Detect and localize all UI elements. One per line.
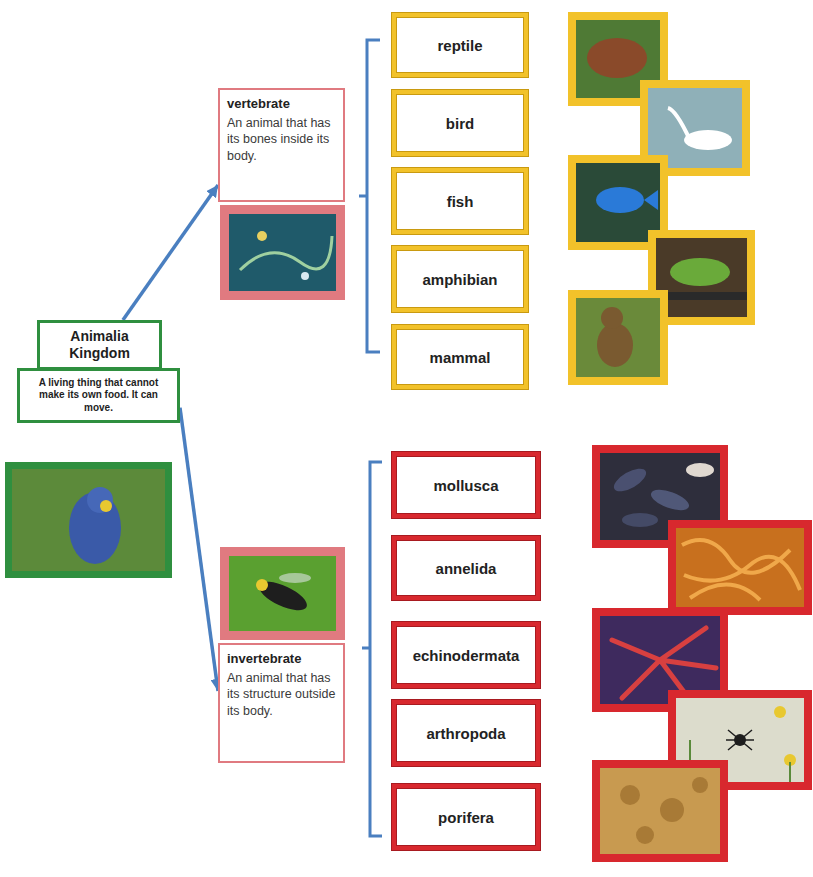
node-label: fish (447, 193, 474, 210)
photo (220, 547, 345, 640)
photo-frame (220, 205, 345, 300)
photo (576, 298, 660, 377)
flower (774, 706, 786, 718)
photo (240, 236, 332, 270)
phylum-box: annelida (392, 536, 540, 600)
photo (5, 462, 172, 578)
phylum-box: mollusca (392, 452, 540, 518)
arrow-connector (180, 408, 218, 691)
node-label: porifera (438, 809, 494, 826)
phylum-box: echinodermata (392, 622, 540, 688)
photo (656, 292, 747, 300)
photo (668, 520, 812, 615)
frog (670, 258, 730, 286)
swan (668, 108, 690, 140)
node-label: mollusca (433, 477, 498, 494)
photo (220, 205, 345, 300)
starfish (612, 628, 716, 700)
photo (592, 760, 728, 862)
photo-frame (568, 290, 668, 385)
fish (644, 190, 658, 210)
node-body: An animal that has its structure outside… (227, 670, 336, 719)
photo-frame (5, 462, 172, 578)
parrot (87, 487, 113, 513)
phylum-box: porifera (392, 784, 540, 850)
class-box: reptile (392, 13, 528, 77)
bracket (362, 462, 382, 836)
fish (596, 187, 644, 213)
node-label: mammal (430, 349, 491, 366)
class-box: bird (392, 90, 528, 156)
class-box: mammal (392, 325, 528, 389)
photo (257, 231, 267, 241)
photo (600, 768, 720, 854)
photo (12, 469, 165, 571)
photo (301, 272, 309, 280)
turtle (587, 38, 647, 78)
node-label: annelida (436, 560, 497, 577)
phylum-box: arthropoda (392, 700, 540, 766)
node-label: vertebrate (227, 96, 336, 111)
photo (568, 290, 668, 385)
arrow-connector (123, 185, 218, 320)
dog (601, 307, 623, 329)
bracket (359, 40, 380, 352)
node-label: arthropoda (426, 725, 505, 742)
sponge (636, 826, 654, 844)
node-label: reptile (437, 37, 482, 54)
heading-box: Animalia Kingdom (37, 320, 162, 370)
photo (229, 214, 336, 291)
photo-frame (220, 547, 345, 640)
photo (229, 556, 336, 631)
sponge (620, 785, 640, 805)
mussel (648, 486, 691, 515)
definition-box: invertebrate An animal that has its struc… (218, 643, 345, 763)
sponge (660, 798, 684, 822)
node-heading: Animalia Kingdom (44, 328, 155, 362)
node-body: An animal that has its bones inside its … (227, 115, 336, 164)
node-label: bird (446, 115, 474, 132)
mussel (686, 463, 714, 477)
class-box: amphibian (392, 246, 528, 312)
parrot (100, 500, 112, 512)
insect (256, 579, 268, 591)
insect (279, 573, 311, 583)
node-body: A living thing that cannot make its own … (25, 377, 172, 415)
kingdom-box: Animalia Kingdom A living thing that cann… (17, 320, 180, 423)
body-box: A living thing that cannot make its own … (17, 368, 180, 424)
node-label: echinodermata (413, 647, 520, 664)
spider (726, 730, 754, 750)
class-box: fish (392, 168, 528, 234)
worms (682, 540, 800, 600)
photo (656, 238, 747, 317)
dog (597, 323, 633, 367)
photo (676, 528, 804, 607)
node-label: invertebrate (227, 651, 336, 666)
swan (684, 130, 732, 150)
photo (576, 163, 660, 242)
node-label: amphibian (422, 271, 497, 288)
mussel (622, 513, 658, 527)
bracket (359, 40, 382, 836)
photo-frame (668, 520, 812, 615)
photo-frame (592, 760, 728, 862)
definition-box: vertebrate An animal that has its bones i… (218, 88, 345, 202)
mussel (610, 464, 649, 496)
sponge (692, 777, 708, 793)
